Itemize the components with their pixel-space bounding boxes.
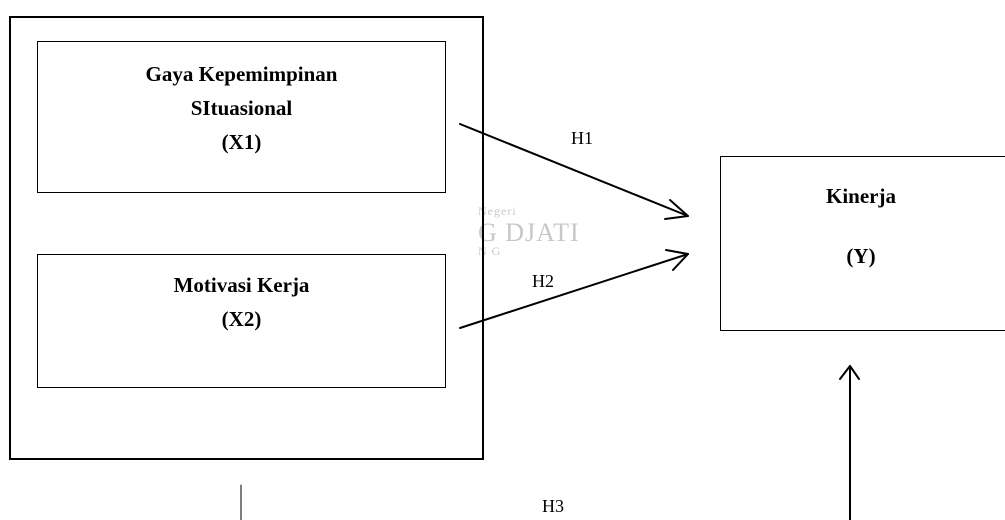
variable-x2-box: Motivasi Kerja (X2) bbox=[37, 254, 446, 388]
hypothesis-h2-label: H2 bbox=[532, 271, 554, 291]
variable-y-box: Kinerja (Y) bbox=[720, 156, 1005, 331]
hypothesis-h3-label: H3 bbox=[542, 496, 564, 516]
variable-x2-code: (X2) bbox=[221, 307, 262, 331]
variable-x1-label: Gaya Kepemimpinan SItuasional (X1) bbox=[38, 57, 445, 159]
variable-y-title: Kinerja bbox=[826, 184, 896, 208]
independent-variables-group-box bbox=[9, 16, 484, 460]
variable-x2-line1: Motivasi Kerja bbox=[173, 273, 310, 297]
variable-x1-line1: Gaya Kepemimpinan bbox=[145, 62, 338, 86]
arrow-h3 bbox=[839, 365, 860, 520]
variable-x2-label: Motivasi Kerja (X2) bbox=[38, 268, 445, 336]
arrow-h1 bbox=[459, 123, 689, 220]
variable-y-code: (Y) bbox=[846, 244, 876, 268]
arrow-h2 bbox=[459, 249, 689, 329]
variable-x1-box: Gaya Kepemimpinan SItuasional (X1) bbox=[37, 41, 446, 193]
variable-x1-code: (X1) bbox=[221, 130, 262, 154]
variable-x1-line2: SItuasional bbox=[190, 96, 293, 120]
hypothesis-h1-label: H1 bbox=[571, 128, 593, 148]
